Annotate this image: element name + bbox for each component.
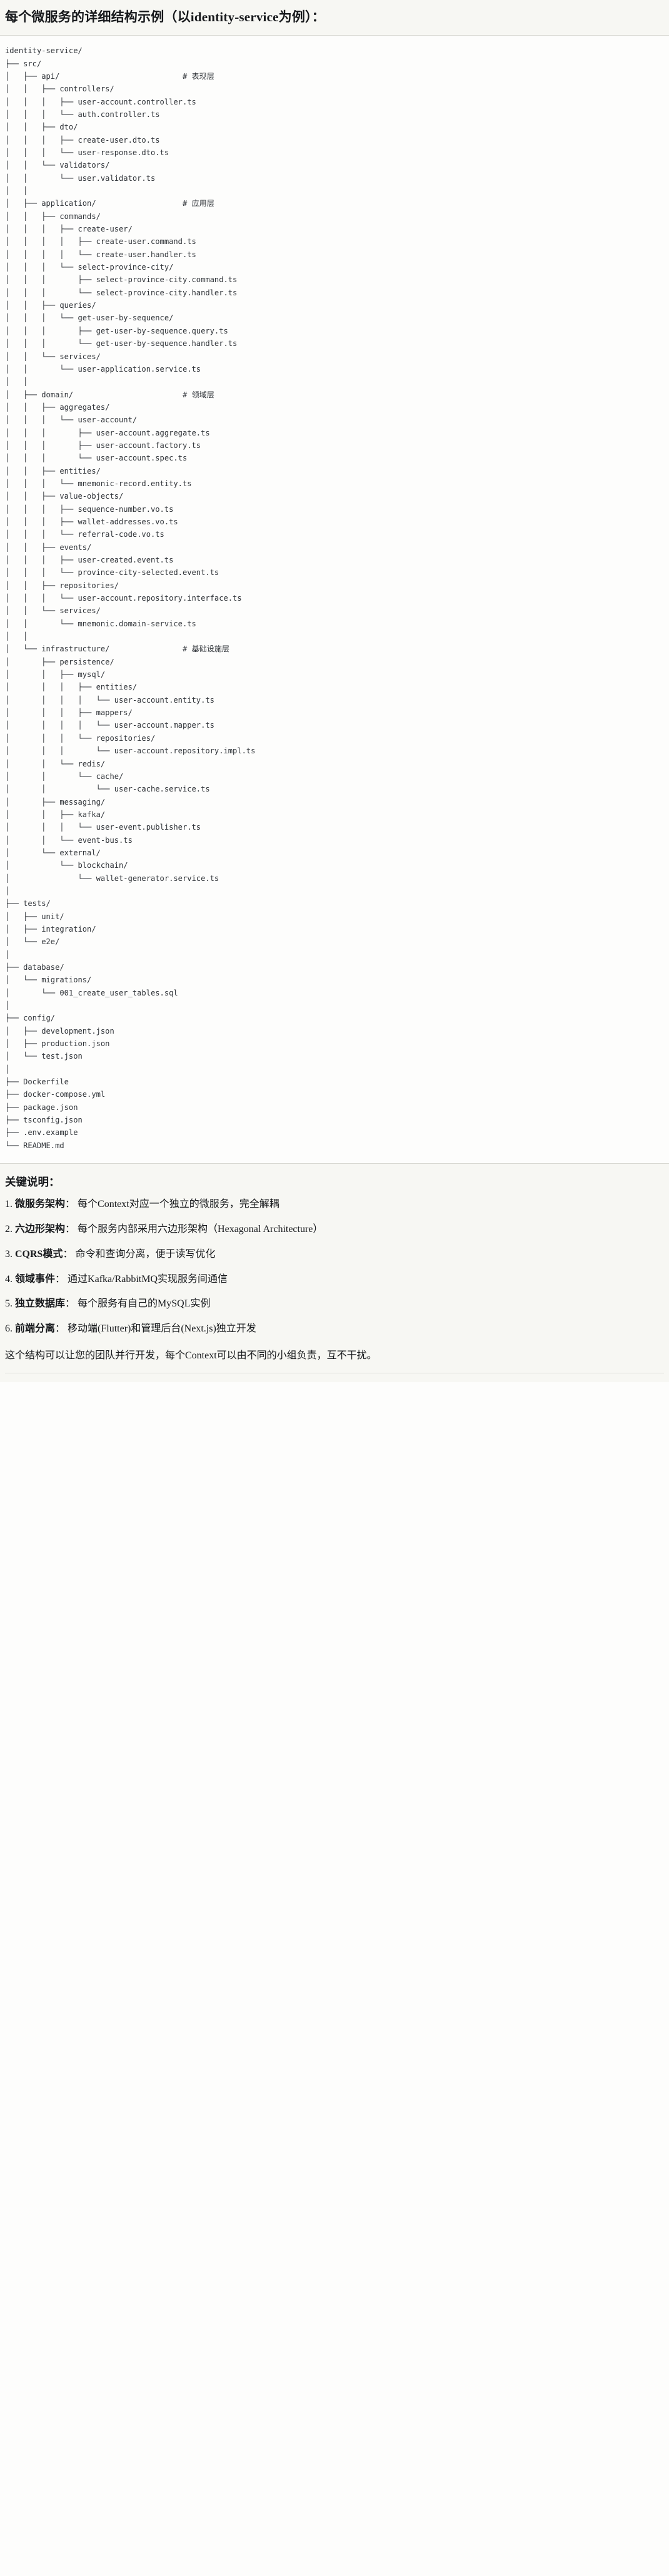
list-item-term: 六边形架构 bbox=[15, 1223, 66, 1235]
list-item-separator: ： bbox=[65, 1199, 76, 1210]
document-page: 每个微服务的详细结构示例（以identity-service为例）： ident… bbox=[0, 0, 669, 1382]
list-item-term: 微服务架构 bbox=[15, 1199, 66, 1210]
list-item: 6. 前端分离： 移动端(Flutter)和管理后台(Next.js)独立开发 bbox=[5, 1323, 664, 1336]
list-item-separator: ： bbox=[65, 1298, 76, 1310]
key-notes-heading: 关键说明： bbox=[5, 1176, 60, 1189]
list-item-number: 1. bbox=[5, 1199, 13, 1210]
list-item-term: 前端分离 bbox=[15, 1323, 56, 1335]
list-item-separator: ： bbox=[55, 1323, 66, 1335]
list-item-term: 领域事件 bbox=[15, 1273, 56, 1285]
list-item-description: 每个Context对应一个独立的微服务，完全解耦 bbox=[78, 1199, 279, 1210]
closing-paragraph: 这个结构可以让您的团队并行开发，每个Context可以由不同的小组负责，互不干扰… bbox=[5, 1350, 377, 1361]
list-item-number: 5. bbox=[5, 1298, 13, 1310]
list-item-description: 每个服务内部采用六边形架构（Hexagonal Architecture） bbox=[78, 1223, 323, 1235]
list-item-number: 6. bbox=[5, 1323, 13, 1335]
list-item-term: 独立数据库 bbox=[15, 1298, 66, 1310]
directory-tree: identity-service/ ├── src/ │ ├── api/ # … bbox=[5, 46, 256, 1150]
list-item: 1. 微服务架构： 每个Context对应一个独立的微服务，完全解耦 bbox=[5, 1198, 664, 1211]
key-notes-section: 关键说明： 1. 微服务架构： 每个Context对应一个独立的微服务，完全解耦… bbox=[0, 1163, 669, 1382]
list-item-number: 3. bbox=[5, 1248, 13, 1260]
list-item-description: 移动端(Flutter)和管理后台(Next.js)独立开发 bbox=[68, 1323, 256, 1335]
list-item-description: 命令和查询分离，便于读写优化 bbox=[75, 1248, 216, 1260]
list-item-description: 每个服务有自己的MySQL实例 bbox=[78, 1298, 211, 1310]
directory-tree-block: identity-service/ ├── src/ │ ├── api/ # … bbox=[0, 36, 669, 1164]
list-item-description: 通过Kafka/RabbitMQ实现服务间通信 bbox=[68, 1273, 228, 1285]
title-band: 每个微服务的详细结构示例（以identity-service为例）： bbox=[0, 0, 669, 36]
page-title: 每个微服务的详细结构示例（以identity-service为例）： bbox=[5, 9, 325, 24]
key-notes-list: 1. 微服务架构： 每个Context对应一个独立的微服务，完全解耦 2. 六边… bbox=[5, 1198, 664, 1336]
list-item: 5. 独立数据库： 每个服务有自己的MySQL实例 bbox=[5, 1298, 664, 1311]
list-item-separator: ： bbox=[55, 1273, 66, 1285]
list-item-term: CQRS模式 bbox=[15, 1248, 63, 1260]
list-item-separator: ： bbox=[63, 1248, 73, 1260]
list-item: 2. 六边形架构： 每个服务内部采用六边形架构（Hexagonal Archit… bbox=[5, 1223, 664, 1236]
list-item-number: 4. bbox=[5, 1273, 13, 1285]
list-item-number: 2. bbox=[5, 1223, 13, 1235]
list-item-separator: ： bbox=[65, 1223, 76, 1235]
list-item: 4. 领域事件： 通过Kafka/RabbitMQ实现服务间通信 bbox=[5, 1273, 664, 1286]
list-item: 3. CQRS模式： 命令和查询分离，便于读写优化 bbox=[5, 1248, 664, 1261]
